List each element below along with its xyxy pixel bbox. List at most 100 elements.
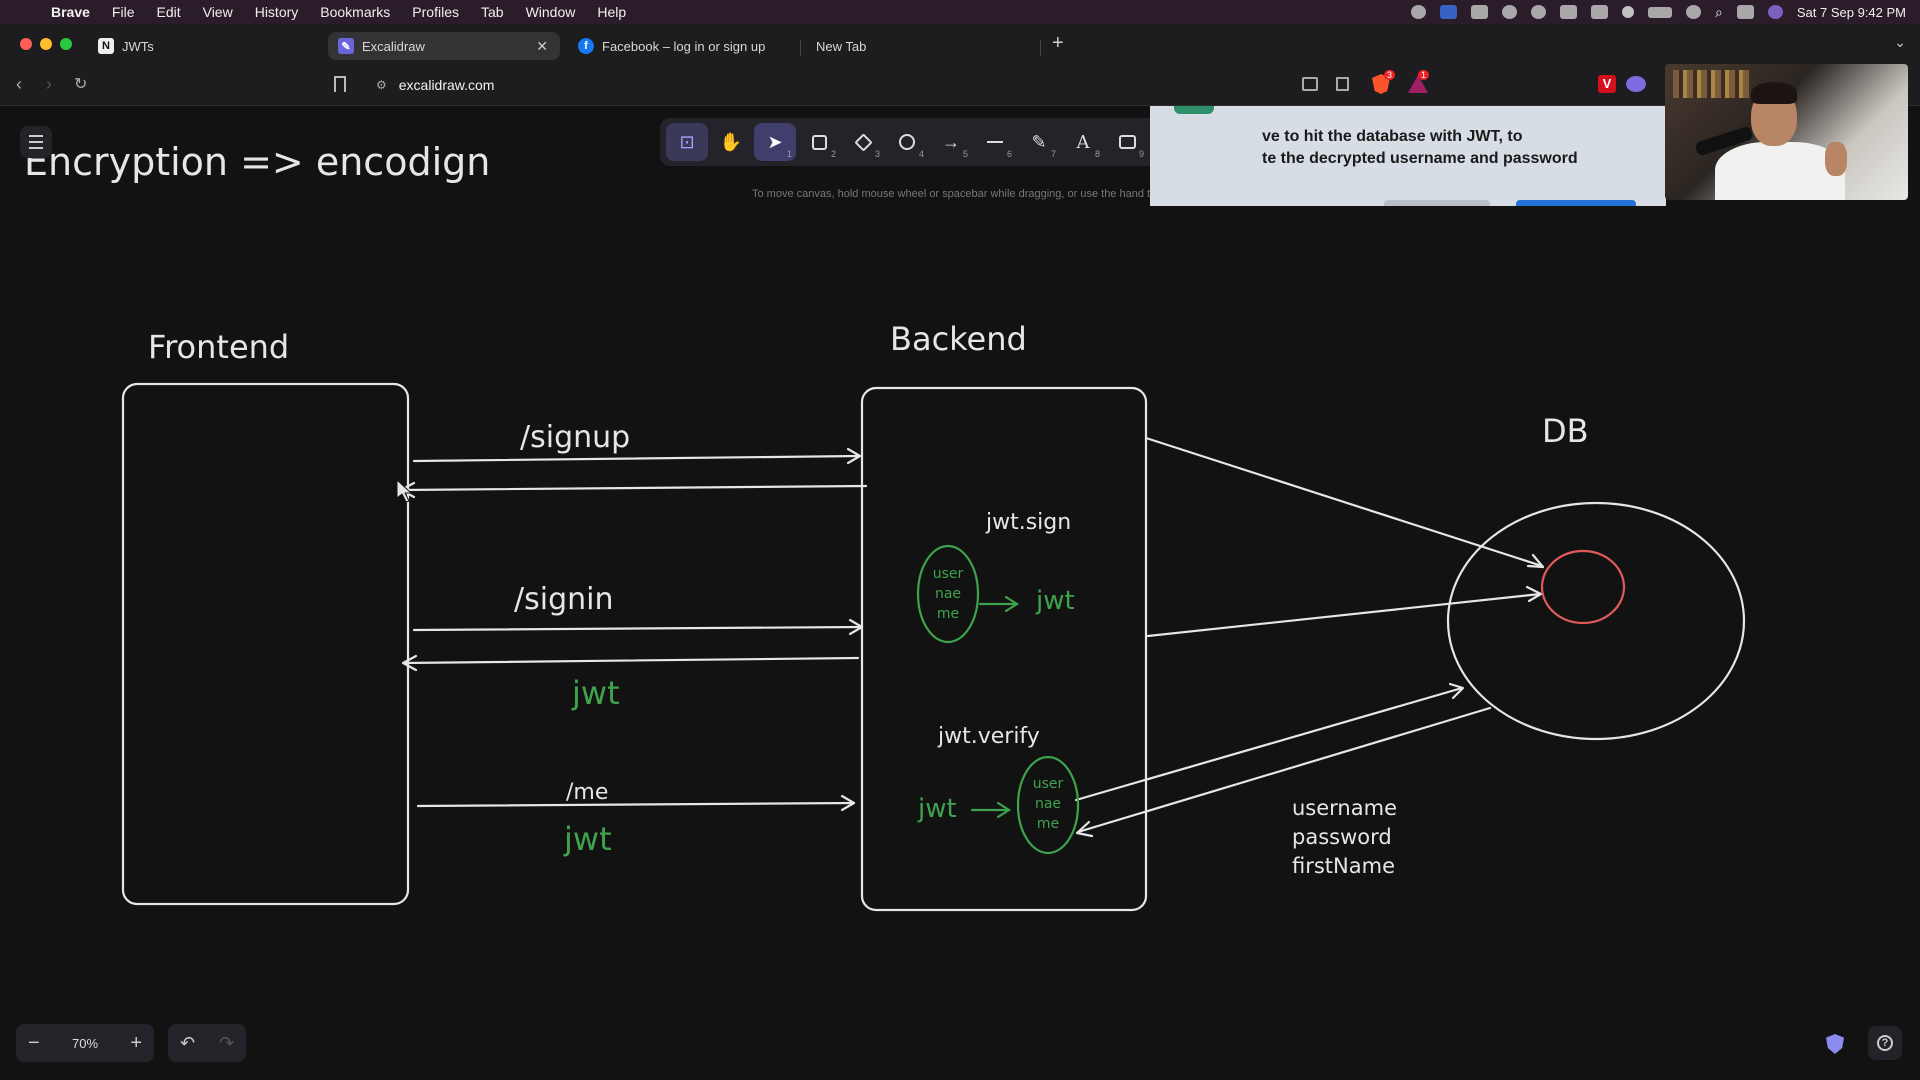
tab-jwts[interactable]: N JWTs <box>98 32 318 60</box>
close-tab-icon[interactable]: ✕ <box>536 37 548 54</box>
notification-secondary-button[interactable] <box>1384 200 1490 206</box>
backend-box[interactable] <box>860 386 1148 912</box>
wifi-icon[interactable] <box>1686 5 1702 19</box>
tab-search-chevron-icon[interactable]: ⌄ <box>1894 34 1906 50</box>
menu-edit[interactable]: Edit <box>156 4 181 20</box>
clock[interactable]: Sat 7 Sep 9:42 PM <box>1796 4 1906 20</box>
zoom-out-button[interactable]: − <box>28 1031 40 1054</box>
menu-profiles[interactable]: Profiles <box>412 4 459 20</box>
menu-help[interactable]: Help <box>597 4 627 20</box>
menu-bookmarks[interactable]: Bookmarks <box>320 4 391 20</box>
ellipse-tool-button[interactable]: 4 <box>886 123 928 161</box>
db-arrow-2[interactable] <box>1146 592 1542 638</box>
forward-icon[interactable]: › <box>46 74 52 94</box>
me-label[interactable]: /me <box>566 780 609 805</box>
undo-icon[interactable]: ↶ <box>179 1032 196 1053</box>
lock-tool-button[interactable]: ⊡ <box>666 123 708 161</box>
db-record-ellipse[interactable] <box>1540 549 1626 625</box>
moon-icon[interactable] <box>1622 6 1635 18</box>
menu-view[interactable]: View <box>202 4 233 20</box>
signin-response-arrow[interactable] <box>402 656 860 665</box>
hand-tool-button[interactable]: ✋ <box>710 123 752 161</box>
calendar-icon[interactable] <box>1560 5 1578 19</box>
selection-tool-button[interactable]: ➤1 <box>754 123 796 161</box>
signup-response-arrow[interactable] <box>400 484 868 492</box>
jwt-verify-label[interactable]: jwt.verify <box>938 724 1040 749</box>
site-info-icon[interactable]: ⚙ <box>376 78 387 92</box>
verify-to-db-arrow[interactable] <box>1074 686 1464 802</box>
menu-tab[interactable]: Tab <box>480 4 504 20</box>
address-bar[interactable]: ⚙ excalidraw.com <box>366 70 1448 100</box>
db-label[interactable]: DB <box>1542 412 1589 450</box>
vpn-icon[interactable] <box>1502 5 1518 19</box>
share-icon[interactable] <box>1336 77 1349 91</box>
frontend-label[interactable]: Frontend <box>148 328 290 366</box>
siri-icon[interactable] <box>1767 5 1783 19</box>
tab-excalidraw[interactable]: ✎ Excalidraw ✕ <box>328 32 560 60</box>
jwt-sign-label[interactable]: jwt.sign <box>986 510 1072 535</box>
close-window-button[interactable] <box>20 38 32 50</box>
db-ellipse[interactable] <box>1446 501 1746 741</box>
zoom-window-button[interactable] <box>60 38 72 50</box>
status-app-icon[interactable] <box>1411 5 1427 19</box>
spotlight-icon[interactable]: ⌕ <box>1715 3 1723 20</box>
diamond-tool-button[interactable]: 3 <box>842 123 884 161</box>
cast-icon[interactable] <box>1302 77 1318 91</box>
signup-label[interactable]: /signup <box>520 420 631 455</box>
me-request-arrow[interactable] <box>416 801 856 808</box>
arrow-tool-button[interactable]: →5 <box>942 131 968 160</box>
globe-icon[interactable] <box>1531 5 1547 19</box>
control-center-icon[interactable] <box>1736 5 1754 19</box>
sign-username-ellipse[interactable] <box>916 544 980 644</box>
url-text[interactable]: excalidraw.com <box>398 77 495 93</box>
db-to-verify-arrow[interactable] <box>1076 706 1492 834</box>
minimize-window-button[interactable] <box>40 38 52 50</box>
signin-label[interactable]: /signin <box>514 582 614 617</box>
verify-username-ellipse[interactable] <box>1016 755 1080 855</box>
tab-facebook[interactable]: f Facebook – log in or sign up <box>578 32 798 60</box>
notification-panel[interactable]: ve to hit the database with JWT, to te t… <box>1150 106 1666 206</box>
cloud-icon[interactable] <box>1471 5 1489 19</box>
tab-new-tab[interactable]: New Tab <box>816 32 1036 60</box>
keyboard-icon[interactable] <box>1591 5 1609 19</box>
back-icon[interactable]: ‹ <box>16 74 22 94</box>
zoom-icon[interactable] <box>1440 5 1458 19</box>
line-tool-button[interactable]: 6 <box>974 123 1016 161</box>
backend-label[interactable]: Backend <box>890 320 1027 358</box>
extension-v-icon[interactable]: V <box>1598 75 1616 93</box>
notification-primary-button[interactable] <box>1516 200 1636 206</box>
menu-app[interactable]: Brave <box>51 4 90 20</box>
extension-ghost-icon[interactable] <box>1626 76 1646 92</box>
reload-icon[interactable]: ↻ <box>74 76 88 93</box>
db-arrow-1[interactable] <box>1144 436 1544 568</box>
signup-request-arrow[interactable] <box>412 454 861 463</box>
help-button[interactable]: ? <box>1868 1026 1902 1060</box>
signin-jwt-label[interactable]: jwt <box>572 674 620 712</box>
menu-history[interactable]: History <box>254 4 299 20</box>
excalidraw-canvas[interactable]: Encryption => encodign Frontend Backend … <box>0 64 1920 1080</box>
image-tool-button[interactable]: 9 <box>1106 123 1148 161</box>
zoom-level[interactable]: 70% <box>71 1035 99 1051</box>
verify-jwt-label[interactable]: jwt <box>918 794 957 824</box>
canvas-title[interactable]: Encryption => encodign <box>24 140 491 184</box>
battery-icon[interactable] <box>1648 6 1673 18</box>
sign-jwt-label[interactable]: jwt <box>1036 586 1075 616</box>
menu-window[interactable]: Window <box>525 4 576 20</box>
zoom-in-button[interactable]: + <box>130 1031 142 1054</box>
tab-strip: N JWTs ✎ Excalidraw ✕ f Facebook – log i… <box>0 24 1920 64</box>
menu-file[interactable]: File <box>111 4 135 20</box>
main-menu-button[interactable] <box>20 126 52 158</box>
draw-tool-button[interactable]: ✎7 <box>1031 131 1056 160</box>
signin-request-arrow[interactable] <box>412 625 863 632</box>
new-tab-icon[interactable]: + <box>1052 32 1064 54</box>
redo-icon[interactable]: ↷ <box>218 1032 235 1053</box>
bookmark-icon[interactable] <box>334 76 346 92</box>
frontend-box[interactable] <box>121 382 410 906</box>
me-jwt-label[interactable]: jwt <box>564 820 612 858</box>
rectangle-tool-button[interactable]: 2 <box>798 123 840 161</box>
shield-icon[interactable] <box>1826 1034 1844 1054</box>
